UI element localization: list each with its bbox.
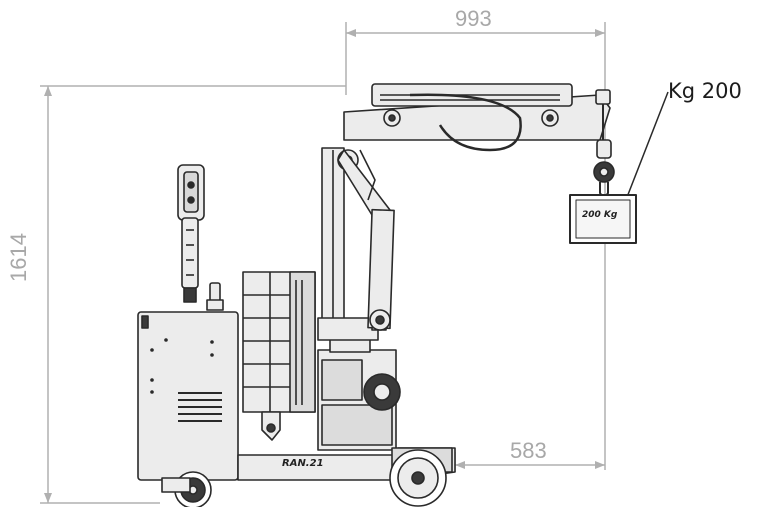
hook-assembly bbox=[593, 104, 615, 198]
chassis-plate-label: RAN.21 bbox=[282, 458, 324, 469]
top-knob bbox=[209, 282, 221, 302]
crane-boom bbox=[343, 83, 611, 152]
reach-dimension-label: 583 bbox=[510, 438, 547, 463]
hydraulic-hose bbox=[409, 93, 522, 152]
height-dimension-label: 1614 bbox=[6, 233, 31, 282]
width-dimension-label: 993 bbox=[455, 6, 492, 31]
counterweight-stack bbox=[242, 271, 316, 413]
weight-plate-label: 200 Kg bbox=[582, 210, 618, 220]
crane-body bbox=[137, 83, 637, 507]
load-callout-leader bbox=[621, 91, 669, 211]
battery-box bbox=[137, 311, 239, 481]
load-callout-label: Kg 200 bbox=[668, 79, 742, 103]
vent-grille bbox=[178, 392, 222, 422]
hydraulic-cylinder bbox=[337, 149, 395, 331]
crane-column bbox=[317, 147, 379, 341]
